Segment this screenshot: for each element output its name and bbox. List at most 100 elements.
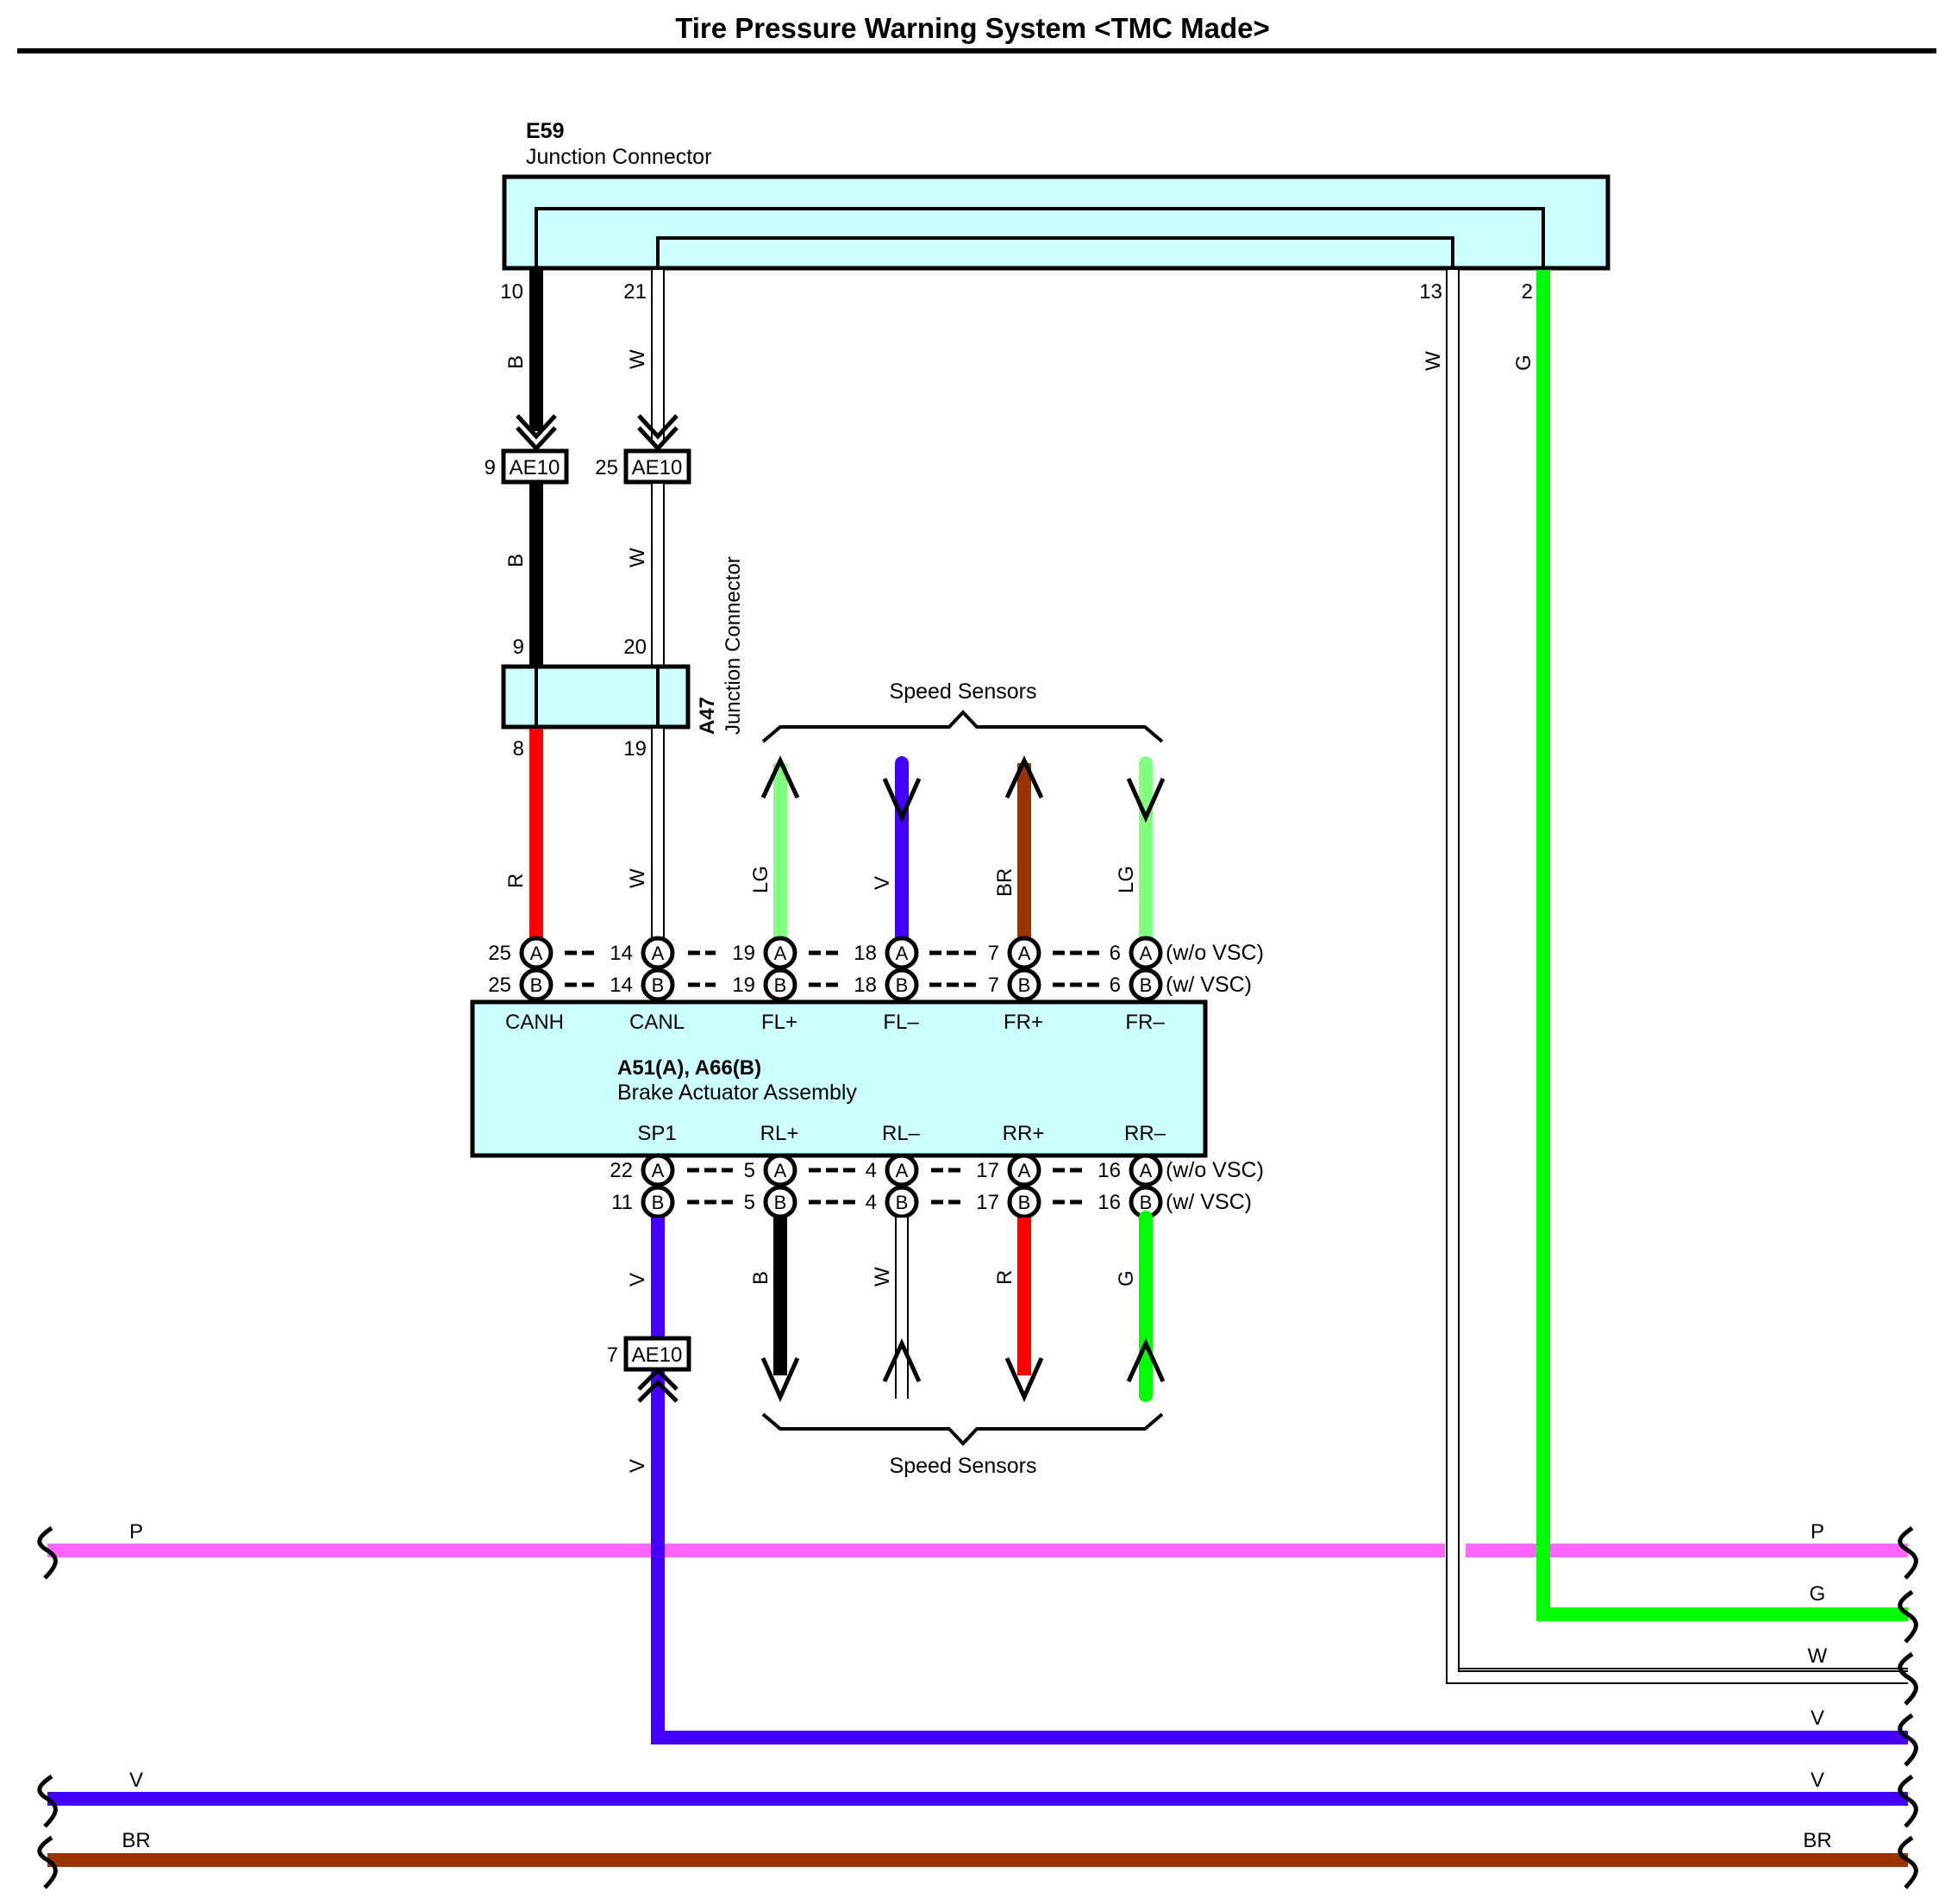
bus-label-v2-left: V (129, 1769, 143, 1792)
pin-fl-minus-a: 18 (854, 942, 877, 965)
pin-rl-minus-b: 4 (866, 1191, 877, 1214)
e59-name: Junction Connector (526, 145, 711, 169)
bus-label-w-right: W (1808, 1644, 1828, 1668)
speed-sensors-upper-label: Speed Sensors (890, 680, 1037, 704)
ae10-connector-v: AE10 7 (607, 1336, 691, 1372)
term-rl-plus: RL+ (760, 1122, 799, 1145)
pin-fr-minus-a: 6 (1110, 942, 1121, 965)
a47-name: Junction Connector (722, 556, 745, 735)
speed-sensors-upper-bracket: Speed Sensors (761, 680, 1164, 743)
term-fl-minus: FL– (883, 1011, 919, 1034)
a47-pin-19: 19 (623, 737, 647, 761)
wire-label-b-3: B (749, 1271, 772, 1285)
conn-a-letter: A (1018, 1160, 1031, 1181)
wire-label-w-2: W (626, 548, 649, 567)
ae10-label: AE10 (632, 456, 683, 479)
wire-e59-13-white (1446, 270, 1908, 1684)
pin-rr-plus-b: 17 (976, 1191, 999, 1214)
e59-code: E59 (526, 119, 564, 143)
term-sp1: SP1 (637, 1122, 676, 1145)
pin-canh-b: 25 (488, 974, 511, 997)
conn-a-letter: A (652, 943, 665, 964)
conn-a-letter: A (1018, 943, 1031, 964)
conn-a-letter: A (1140, 943, 1153, 964)
pin-canl-b: 14 (610, 974, 633, 997)
bus-label-p-right: P (1811, 1520, 1824, 1544)
wire-label-w-4: W (871, 1267, 894, 1287)
wire-e59-2-green (1536, 270, 1908, 1621)
wire-label-v-3: V (626, 1459, 649, 1473)
term-fr-plus: FR+ (1004, 1011, 1043, 1034)
bus-label-v2-right: V (1811, 1769, 1824, 1792)
wire-sp1-violet-lower (637, 1367, 1908, 1744)
conn-a-letter: A (774, 943, 787, 964)
break-marks-right (1898, 1525, 1918, 1889)
term-rr-minus: RR– (1124, 1122, 1166, 1145)
wire-e59-w-inner (1458, 270, 1908, 1669)
wire-label-r-1: R (504, 874, 528, 888)
pin-canh-a: 25 (488, 942, 511, 965)
pin-rl-plus-b: 5 (744, 1191, 755, 1214)
wire-label-g-1: G (1512, 354, 1535, 371)
e59-pin-2: 2 (1522, 280, 1533, 304)
pin-fr-plus-b: 7 (988, 974, 999, 997)
a47-connector: 9 20 8 19 A47 Junction Connector (501, 556, 745, 761)
actuator-codes: A51(A), A66(B) (617, 1056, 761, 1080)
conn-b-letter: B (1018, 974, 1031, 996)
wire-label-v-2: V (626, 1273, 649, 1287)
term-canl: CANL (629, 1011, 685, 1034)
term-fr-minus: FR– (1125, 1011, 1165, 1034)
wire-fl-plus-lg (760, 755, 800, 942)
conn-b-letter: B (530, 974, 543, 996)
wire-fl-minus-v (882, 756, 922, 949)
note-w-vsc-bottom: (w/ VSC) (1166, 1190, 1252, 1214)
speed-sensors-lower-bracket: Speed Sensors (761, 1412, 1164, 1478)
pin-rr-minus-b: 16 (1098, 1191, 1121, 1214)
wire-e59-21-white (637, 270, 679, 452)
pin-rr-minus-a: 16 (1098, 1159, 1121, 1182)
bottom-terminals: A B A B A B A B A B 22 11 5 5 4 4 17 17 … (610, 1153, 1264, 1219)
wire-label-r-2: R (993, 1270, 1016, 1285)
break-marks-left (37, 1525, 58, 1889)
conn-b-letter: B (774, 1192, 787, 1213)
bus-label-p-left: P (129, 1520, 143, 1544)
pin-fr-minus-b: 6 (1110, 974, 1121, 997)
conn-b-letter: B (1140, 1192, 1153, 1213)
speed-sensors-lower-label: Speed Sensors (890, 1454, 1037, 1478)
e59-pin-10: 10 (500, 280, 523, 304)
bus-label-br-left: BR (122, 1829, 150, 1852)
conn-a-letter: A (774, 1160, 787, 1181)
wire-label-lg-1: LG (749, 866, 772, 893)
wire-label-br-1: BR (993, 868, 1016, 897)
wire-label-w-5: W (1422, 351, 1445, 371)
ae10-pin-9: 9 (485, 456, 496, 479)
wire-rl-plus-black (760, 1218, 800, 1403)
bus-label-br-right: BR (1803, 1829, 1831, 1852)
conn-b-letter: B (1018, 1192, 1031, 1213)
pin-canl-a: 14 (610, 942, 633, 965)
wire-e59-10-black (516, 270, 557, 452)
pin-sp1-b: 11 (611, 1191, 633, 1214)
pin-rr-plus-a: 17 (976, 1159, 999, 1182)
actuator-name: Brake Actuator Assembly (617, 1080, 857, 1105)
wire-label-v-1: V (871, 876, 894, 890)
e59-pin-13: 13 (1419, 280, 1442, 304)
ae10-connector-b: AE10 9 (485, 448, 569, 485)
e59-connector: E59 Junction Connector 10 21 13 2 (500, 119, 1610, 304)
conn-b-letter: B (896, 974, 909, 996)
conn-b-letter: B (1140, 974, 1153, 996)
wire-rr-minus-green (1126, 1211, 1166, 1402)
top-terminals: A B A B A B A B A B A B 25 25 14 14 19 1… (488, 936, 1264, 1002)
e59-pin-21: 21 (623, 280, 647, 304)
term-rl-minus: RL– (882, 1122, 921, 1145)
title-rule (17, 48, 1936, 53)
wire-fr-plus-br (1004, 755, 1044, 942)
conn-a-letter: A (896, 1160, 909, 1181)
pin-rl-minus-a: 4 (866, 1159, 877, 1182)
note-w-vsc-top: (w/ VSC) (1166, 973, 1252, 997)
conn-b-letter: B (652, 1192, 665, 1213)
pin-fr-plus-a: 7 (988, 942, 999, 965)
page-title: Tire Pressure Warning System <TMC Made> (675, 12, 1270, 44)
wire-rl-minus-white (882, 1218, 922, 1399)
